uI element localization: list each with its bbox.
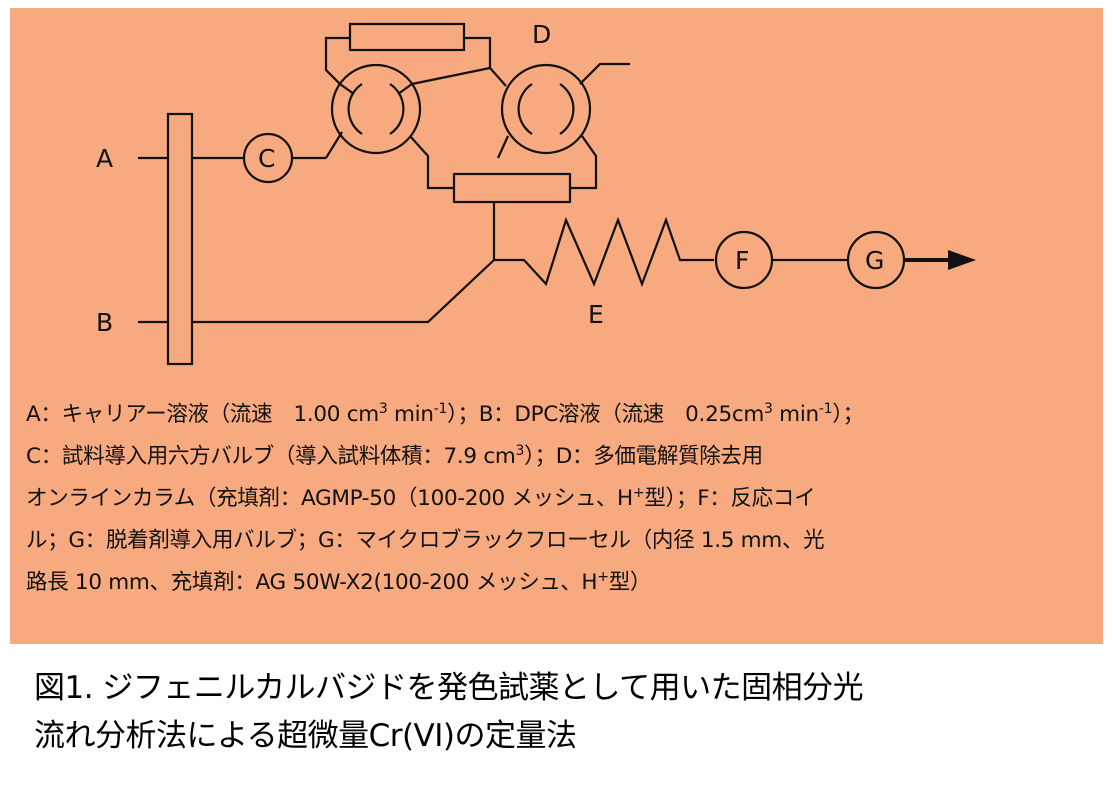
right-hex-valve — [500, 63, 592, 155]
left-valve-inner-left — [347, 83, 363, 135]
caption-line-2: 流れ分析法による超微量Cr(VI)の定量法 — [34, 718, 577, 754]
flow-diagram: A B C D E F G — [96, 20, 976, 366]
left-valve-inner-right — [389, 83, 405, 135]
left-valve-to-right — [411, 66, 491, 86]
legend-line-3: オンラインカラム（充填剤：AGMP-50（100-200 メッシュ、H+型）；F… — [26, 484, 816, 511]
right-valve-outlet — [579, 62, 630, 85]
outlet-arrow-icon — [948, 250, 976, 270]
pump-bar — [166, 112, 194, 366]
label-g: G — [865, 246, 884, 275]
loop-left-lead — [324, 36, 350, 85]
legend-text: A：キャリアー溶液（流速 1.00 cm3 min-1）；B：DPC溶液（流速 … — [26, 394, 1096, 604]
label-a: A — [96, 144, 113, 173]
figure-caption: 図1. ジフェニルカルバジドを発色試薬として用いた固相分光 流れ分析法による超微… — [34, 664, 1104, 760]
right-valve-inner-right — [559, 83, 575, 135]
left-valve-down — [409, 135, 454, 190]
line-b-to-junction — [192, 259, 495, 324]
legend-line-4: ル；G：脱着剤導入用バルブ；G：マイクロブラックフローセル（内径 1.5 mm、… — [26, 528, 825, 553]
label-e: E — [588, 300, 604, 329]
label-f: F — [735, 246, 749, 275]
label-c: C — [258, 144, 275, 173]
legend-line-1: A：キャリアー溶液（流速 1.00 cm3 min-1）；B：DPC溶液（流速 … — [26, 400, 864, 427]
label-b: B — [96, 308, 113, 337]
label-d: D — [532, 20, 551, 49]
left-hex-valve — [330, 63, 422, 155]
left-valve-port-top-left — [339, 83, 355, 95]
column-d — [452, 172, 572, 204]
right-valve-down-right — [570, 135, 598, 190]
line-valve-tail — [325, 131, 343, 159]
left-valve-port-top-right — [397, 83, 413, 95]
legend-line-5: 路長 10 mm、充填剤：AG 50W-X2(100-200 メッシュ、H+型） — [26, 568, 652, 595]
reaction-coil-e — [494, 216, 714, 288]
caption-line-1: 図1. ジフェニルカルバジドを発色試薬として用いた固相分光 — [34, 670, 864, 706]
sample-loop — [348, 22, 466, 52]
right-valve-inner-left — [517, 83, 533, 135]
legend-line-2: C：試料導入用六方バルブ（導入試料体積：7.9 cm3）；D：多価電解質除去用 — [26, 442, 763, 469]
diagram-panel: A B C D E F G A：キャリアー溶液（流速 1.00 cm3 min-… — [10, 8, 1103, 644]
loop-right-lead — [464, 36, 507, 87]
right-valve-down-left — [496, 135, 510, 159]
